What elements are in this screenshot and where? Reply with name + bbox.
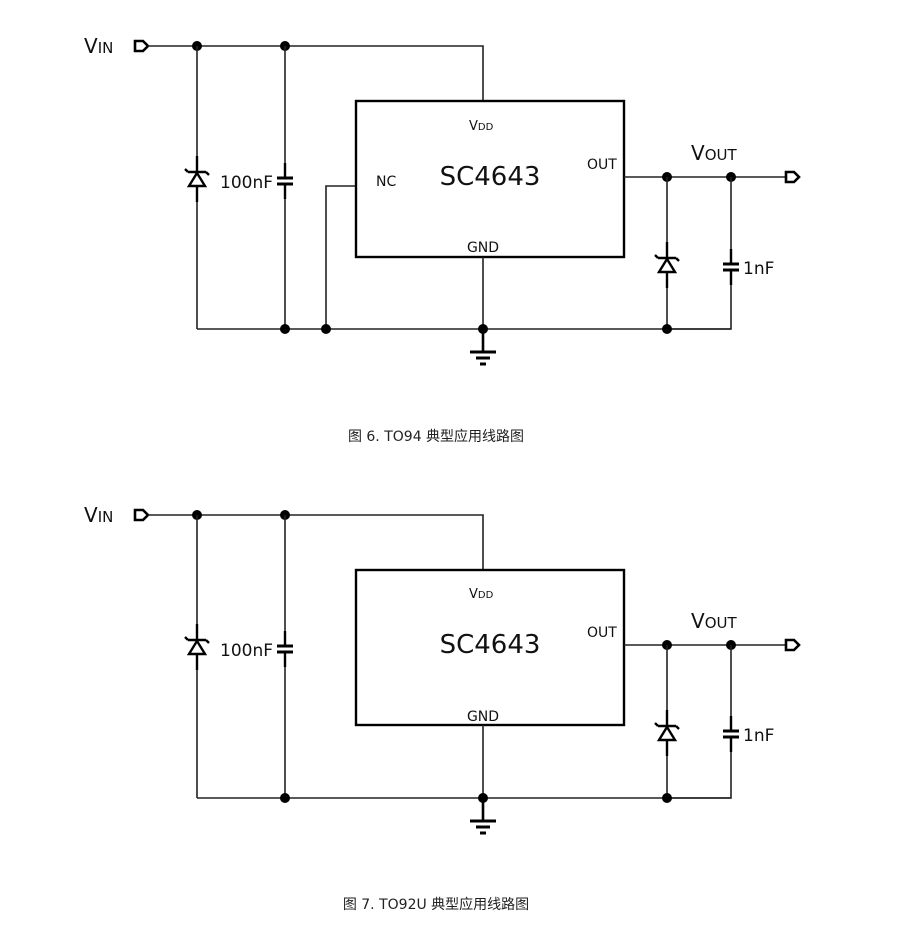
out-pin-label: OUT — [587, 157, 617, 173]
output-capacitor-icon — [721, 247, 741, 287]
input-capacitor-icon — [275, 161, 295, 201]
input-capacitor-label: 100nF — [220, 173, 273, 193]
vin-terminal-icon — [133, 39, 150, 53]
figure-6-caption: 图 6. TO94 典型应用线路图 — [348, 428, 524, 445]
input-zener-diode-icon — [183, 622, 211, 672]
vdd-pin-label: VDD — [469, 119, 494, 134]
sc4643-chip — [354, 99, 626, 259]
vdd-pin-label: VDD — [469, 587, 494, 602]
sc4643-chip — [354, 568, 626, 727]
vout-terminal-icon — [784, 638, 801, 652]
gnd-pin-label: GND — [467, 240, 499, 256]
out-pin-label: OUT — [587, 625, 617, 641]
vin-rail-wire — [148, 45, 484, 100]
vout-label: VOUT — [691, 609, 737, 633]
ground-icon — [468, 329, 498, 366]
vout-label: VOUT — [691, 141, 737, 165]
chip-name: SC4643 — [440, 162, 541, 192]
input-capacitor-label: 100nF — [220, 641, 273, 661]
output-capacitor-label: 1nF — [743, 259, 774, 279]
vin-label: VIN — [84, 503, 113, 527]
vin-rail-wire — [148, 514, 484, 569]
figure-7-caption: 图 7. TO92U 典型应用线路图 — [343, 896, 529, 913]
output-zener-diode-icon — [653, 240, 681, 290]
output-capacitor-label: 1nF — [743, 726, 774, 746]
output-capacitor-icon — [721, 714, 741, 754]
input-capacitor-icon — [275, 629, 295, 669]
figure-7-schematic: VIN 100nF VDD SC4643 OUT GND VOUT 1nF — [84, 503, 801, 913]
input-zener-diode-icon — [183, 154, 211, 204]
nc-wire — [325, 185, 356, 329]
vout-terminal-icon — [784, 170, 801, 184]
figure-6-schematic: VIN 100nF VDD SC4643 NC OUT GND VOUT — [84, 34, 801, 445]
chip-name: SC4643 — [440, 630, 541, 660]
gnd-pin-label: GND — [467, 709, 499, 725]
vin-terminal-icon — [133, 508, 150, 522]
ground-icon — [468, 798, 498, 835]
nc-pin-label: NC — [376, 174, 396, 190]
output-zener-diode-icon — [653, 708, 681, 758]
vin-label: VIN — [84, 34, 113, 58]
